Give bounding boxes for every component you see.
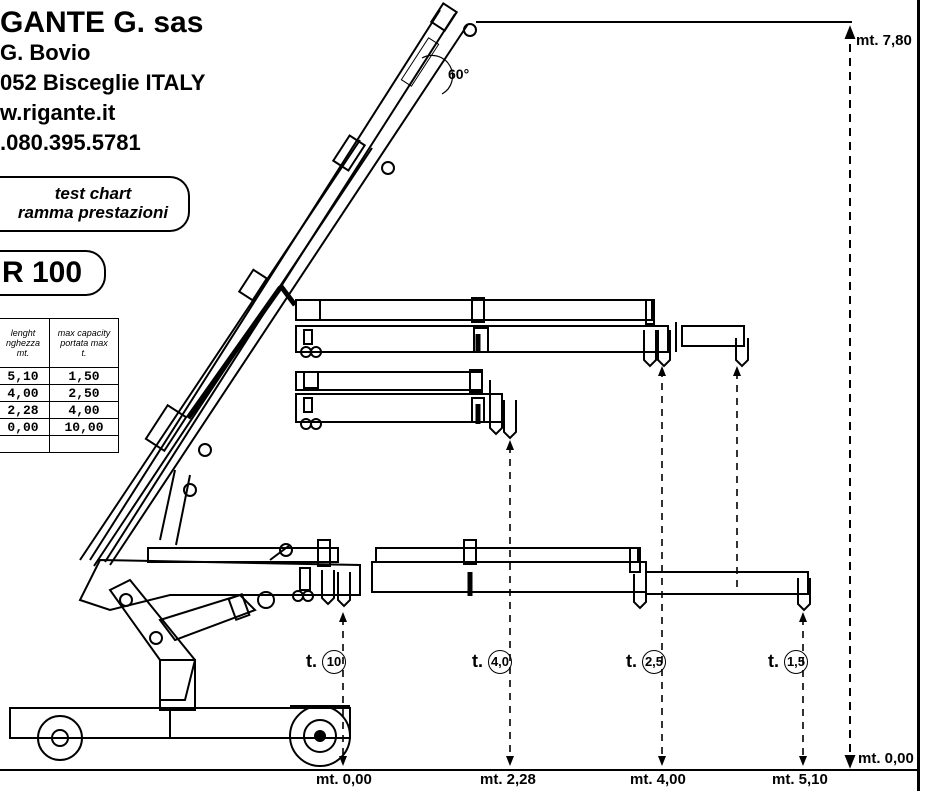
cell-capacity: 4,00 xyxy=(49,401,119,419)
distance-label: mt. 2,28 xyxy=(480,771,536,788)
load-label: t.1,5 xyxy=(768,650,808,674)
load-value: 4,0 xyxy=(488,650,512,674)
height-top-label: mt. 7,80 xyxy=(856,32,912,49)
header-length: lenght nghezza mt. xyxy=(0,318,50,368)
cell-length xyxy=(0,435,50,453)
crane-column xyxy=(108,543,293,711)
cell-length: 4,00 xyxy=(0,384,50,402)
lower-boom xyxy=(78,539,811,612)
cell-length: 0,00 xyxy=(0,418,50,436)
distance-label: mt. 0,00 xyxy=(316,771,372,788)
company-phone: .080.395.5781 xyxy=(0,130,141,155)
load-label: t.4,0 xyxy=(472,650,512,674)
extended-boom-upper xyxy=(295,297,749,368)
distance-label: mt. 5,10 xyxy=(772,771,828,788)
load-value: 2,5 xyxy=(642,650,666,674)
angle-label: 60° xyxy=(448,66,470,82)
cell-length: 2,28 xyxy=(0,401,50,419)
table-row xyxy=(0,435,119,453)
load-prefix: t. xyxy=(306,650,317,671)
company-website: w.rigante.it xyxy=(0,100,116,125)
load-value: 10 xyxy=(322,650,346,674)
load-label: t.10 xyxy=(306,650,346,674)
load-prefix: t. xyxy=(626,650,637,671)
distance-lines xyxy=(342,370,804,760)
raised-boom xyxy=(79,2,477,567)
load-value: 1,5 xyxy=(784,650,808,674)
load-prefix: t. xyxy=(768,650,779,671)
chart-title-line2: ramma prestazioni xyxy=(17,203,169,222)
header-capacity: max capacity portata max t. xyxy=(49,318,119,368)
distance-label: mt. 4,00 xyxy=(630,771,686,788)
model-box: R 100 xyxy=(0,250,106,296)
company-name: GANTE G. sas xyxy=(0,6,204,39)
extended-boom-middle xyxy=(295,369,517,440)
crane-chassis xyxy=(9,705,351,767)
capacity-table: lenght nghezza mt. max capacity portata … xyxy=(0,318,119,453)
cell-capacity: 10,00 xyxy=(49,418,119,436)
company-address: G. Bovio xyxy=(0,40,91,65)
load-prefix: t. xyxy=(472,650,483,671)
height-bottom-label: mt. 0,00 xyxy=(858,750,914,767)
chart-title-line1: test chart xyxy=(54,184,132,203)
cell-capacity: 1,50 xyxy=(49,367,119,385)
chart-title-box: test chart ramma prestazioni xyxy=(0,176,190,232)
company-city: 052 Bisceglie ITALY xyxy=(0,70,206,95)
load-label: t.2,5 xyxy=(626,650,666,674)
frame-border xyxy=(917,0,920,791)
cell-length: 5,10 xyxy=(0,367,50,385)
model-name: R 100 xyxy=(2,256,83,289)
cell-capacity xyxy=(49,435,119,453)
cell-capacity: 2,50 xyxy=(49,384,119,402)
